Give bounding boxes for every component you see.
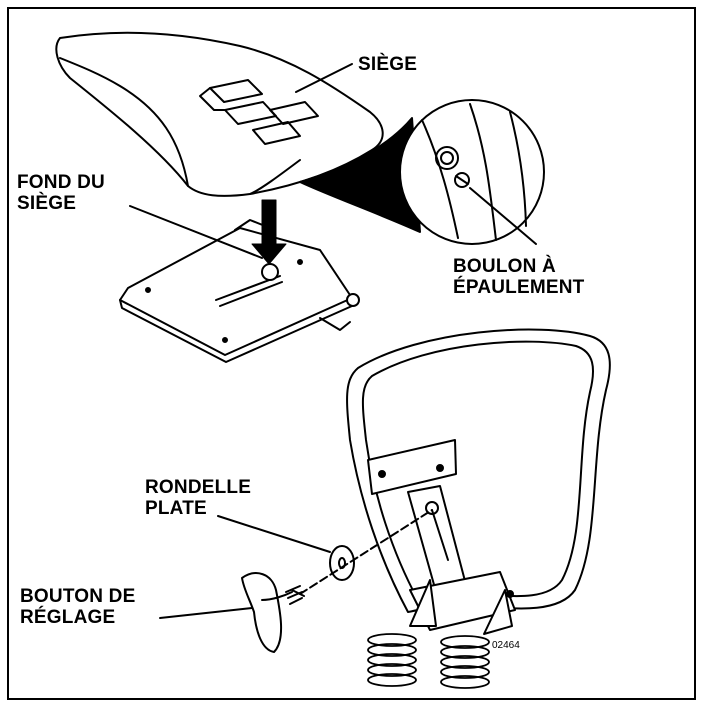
- label-fond-du-siege-line2: SIÈGE: [17, 193, 77, 214]
- label-boulon-line2: ÉPAULEMENT: [453, 277, 585, 298]
- label-bouton-line2: RÉGLAGE: [20, 607, 116, 628]
- label-boulon-line1: BOULON À: [453, 256, 556, 277]
- leader-lines: [129, 63, 537, 619]
- label-fond-du-siege-line1: FOND DU: [17, 172, 105, 193]
- flat-washer: [329, 545, 355, 581]
- label-rondelle-line1: RONDELLE: [145, 477, 252, 498]
- assembly-arrow: [251, 199, 287, 265]
- label-siege: SIÈGE: [358, 54, 418, 75]
- label-bouton-line1: BOUTON DE: [20, 586, 136, 607]
- figure-code: 02464: [492, 640, 520, 651]
- assembly-dash-line: [299, 509, 433, 595]
- magnifier-detail: [399, 99, 545, 245]
- adjustment-knob: [241, 572, 305, 653]
- springs: [367, 633, 490, 689]
- label-rondelle-line2: PLATE: [145, 498, 207, 519]
- seat-back: [346, 328, 611, 635]
- seat-base: [119, 219, 360, 363]
- figure-frame: [7, 7, 696, 700]
